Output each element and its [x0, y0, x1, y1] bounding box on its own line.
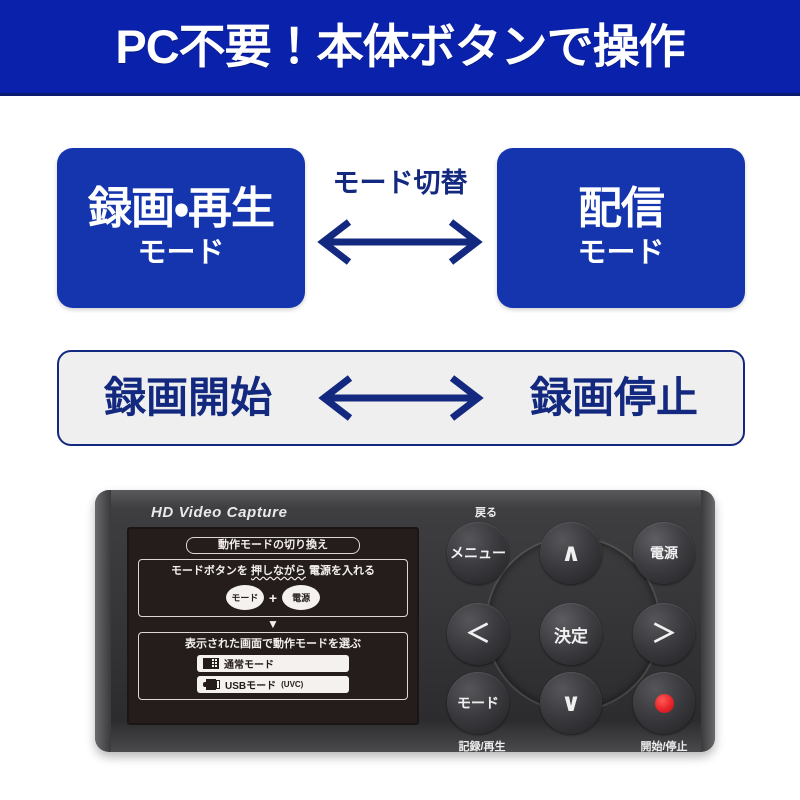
mode-button-note: 記録/再生	[458, 741, 506, 752]
device-lcd-screen: 動作モードの切り換え モードボタンを 押しながら 電源を入れる モード + 電源…	[127, 527, 419, 725]
lcd-key-mode: モード	[225, 585, 264, 611]
enter-button-label: 決定	[554, 626, 588, 646]
lcd-step2-text: 表示された画面で動作モードを選ぶ	[185, 638, 361, 651]
record-led-icon	[654, 693, 674, 713]
mode-box-record-playback-title: 録画・再生	[88, 183, 275, 233]
lcd-step1-text-after: 電源を入れる	[306, 565, 376, 577]
grid-screen-icon	[203, 658, 219, 670]
usb-plug-icon	[203, 679, 220, 691]
lcd-option-usb-mode-label: USBモード	[225, 681, 277, 693]
header-banner: PC不要！本体ボタンで操作	[0, 0, 800, 96]
record-start-stop-bar: 録画開始 録画停止	[57, 350, 745, 446]
left-button-label: ＜	[465, 619, 491, 648]
lcd-option-usb-mode: USBモード (UVC)	[197, 676, 349, 694]
mode-box-record-playback-subtitle: モード	[137, 237, 225, 270]
device-left-edge	[95, 490, 111, 752]
lcd-key-power: 電源	[282, 585, 321, 611]
lcd-step1-text-before: モードボタンを	[170, 565, 251, 577]
up-button[interactable]: ∧	[540, 522, 602, 584]
lcd-plus-sign: +	[268, 589, 278, 606]
up-button-label: ∧	[560, 538, 582, 567]
mode-box-streaming-subtitle: モード	[577, 237, 665, 270]
lcd-title: 動作モードの切り換え	[186, 537, 360, 554]
lcd-option-normal-mode: 通常モード	[197, 655, 349, 673]
mode-box-streaming-title: 配信	[578, 183, 665, 233]
down-button-label: ∨	[560, 688, 582, 717]
enter-button[interactable]: 決定	[540, 603, 602, 665]
device-keypad: 戻る メニュー ∧ 電源 ＜ 決定 ＞ モード ∨ 記録/再生 開始/停止	[447, 507, 695, 752]
right-button-label: ＞	[651, 619, 677, 648]
record-start-label: 録画開始	[103, 374, 272, 421]
mode-button-label: モード	[457, 695, 499, 711]
left-button[interactable]: ＜	[447, 603, 509, 665]
mode-button[interactable]: モード	[447, 672, 509, 734]
mode-box-record-playback: 録画・再生 モード	[57, 148, 305, 308]
menu-button-note: 戻る	[475, 507, 497, 519]
record-stop-label: 録画停止	[530, 374, 699, 421]
lcd-step1-text: モードボタンを 押しながら 電源を入れる	[143, 565, 403, 578]
double-arrow-icon	[317, 219, 483, 265]
record-button[interactable]	[633, 672, 695, 734]
lcd-step2-panel: 表示された画面で動作モードを選ぶ 通常モード USBモード (UVC)	[138, 632, 408, 701]
menu-button[interactable]: メニュー	[447, 522, 509, 584]
down-button[interactable]: ∨	[540, 672, 602, 734]
lcd-key-combo: モード + 電源	[143, 585, 403, 611]
menu-button-label: メニュー	[450, 545, 506, 561]
device-brand-label: HD Video Capture	[151, 504, 288, 521]
mode-comparison-row: 録画・再生 モード モード切替 配信 モード	[0, 148, 800, 308]
device-photo: HD Video Capture 動作モードの切り換え モードボタンを 押しなが…	[95, 490, 715, 752]
device-right-edge	[701, 490, 715, 752]
lcd-step1-panel: モードボタンを 押しながら 電源を入れる モード + 電源	[138, 559, 408, 618]
mode-box-streaming: 配信 モード	[497, 148, 745, 308]
power-button[interactable]: 電源	[633, 522, 695, 584]
page-title: PC不要！本体ボタンで操作	[115, 20, 685, 73]
mode-switch-indicator: モード切替	[305, 170, 495, 265]
right-button[interactable]: ＞	[633, 603, 695, 665]
down-triangle-icon: ▼	[267, 617, 279, 632]
lcd-option-usb-mode-suffix: (UVC)	[281, 680, 304, 690]
record-button-note: 開始/停止	[640, 741, 688, 752]
lcd-option-normal-mode-label: 通常モード	[224, 660, 274, 672]
mode-switch-label: モード切替	[332, 168, 468, 198]
power-button-label: 電源	[650, 545, 678, 561]
lcd-step1-text-emphasis: 押しながら	[251, 565, 306, 577]
double-arrow-icon	[318, 375, 484, 421]
